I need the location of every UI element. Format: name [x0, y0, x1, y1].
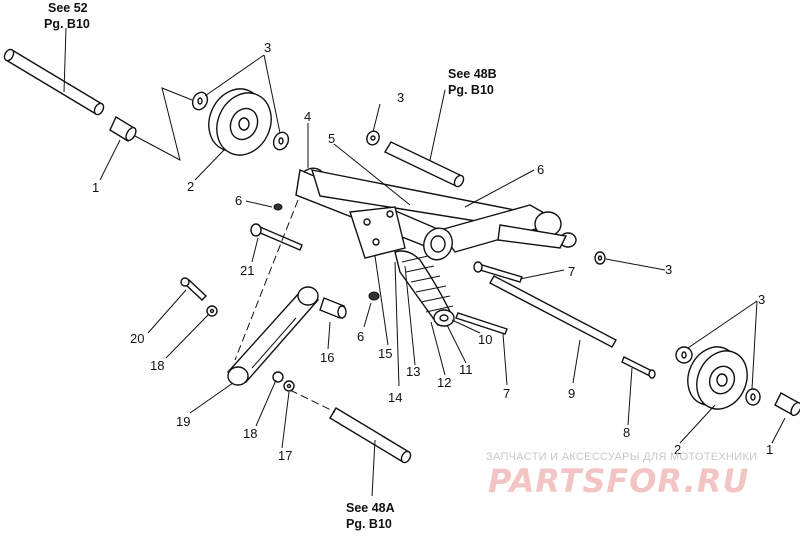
callout-5: 5: [328, 131, 335, 146]
callout-7-upper: 7: [568, 264, 575, 279]
bolt-8: [621, 356, 656, 379]
ref-48b-line2: Pg. B10: [448, 83, 494, 97]
upper-shaft: [384, 141, 465, 188]
callout-4: 4: [304, 109, 311, 124]
shock-spring: [394, 250, 455, 327]
bolt-7-lower: [455, 312, 508, 335]
callout-18-upper: 18: [150, 358, 164, 373]
upper-left-axle: [3, 48, 105, 116]
assembly-line-a: [234, 199, 299, 361]
callout-21: 21: [240, 263, 254, 278]
link-arm-19: [226, 286, 320, 386]
swing-arm-frame: [295, 167, 577, 261]
ref-52-line2: Pg. B10: [44, 17, 90, 31]
bushing-16: [319, 297, 347, 319]
mount-bracket: [349, 206, 406, 259]
idler-wheel-upper: [208, 88, 272, 156]
callout-3-lower-right: 3: [758, 292, 765, 307]
callout-3-right-mid: 3: [665, 262, 672, 277]
bolt-21: [250, 223, 303, 251]
spacer-bushing-1: [109, 115, 137, 143]
callout-15: 15: [378, 346, 392, 361]
spacer-bushing-lower: [774, 392, 800, 417]
bolt-20: [180, 277, 208, 301]
assembly-line-b: [289, 389, 336, 413]
callout-10: 10: [478, 332, 492, 347]
washer-lower-right-a: [675, 346, 693, 364]
washer-18-upper: [206, 305, 218, 317]
callout-3-upper-shaft: 3: [397, 90, 404, 105]
reference-see-52: See 52 Pg. B10: [44, 1, 90, 31]
reference-see-48a: See 48A Pg. B10: [346, 501, 395, 531]
callout-2-upper: 2: [187, 179, 194, 194]
washer-lower-right-b: [745, 388, 761, 406]
nut-6-upper: [273, 203, 283, 211]
washer-upper-left-a: [191, 91, 209, 111]
ref-48a-line1: See 48A: [346, 501, 395, 515]
callout-20: 20: [130, 331, 144, 346]
idler-wheel-lower: [687, 346, 748, 410]
callout-2-lower: 2: [674, 442, 681, 457]
ref-52-line1: See 52: [48, 1, 88, 15]
watermark: ЗАПЧАСТИ И АКСЕССУАРЫ ДЛЯ МОТОТЕХНИКИ PA…: [486, 451, 757, 500]
callout-1-lower: 1: [766, 442, 773, 457]
callout-9: 9: [568, 386, 575, 401]
callout-17: 17: [278, 448, 292, 463]
leader-lines: [63, 27, 786, 497]
washer-right-mid: [594, 251, 606, 265]
callouts: 1 2 3 3 4 5 6 6 21 3 7 3 3 20 18 16 6 15…: [92, 40, 773, 463]
watermark-logo: PARTSFOR.RU: [488, 462, 749, 500]
ref-48b-line1: See 48B: [448, 67, 497, 81]
callout-1-upper: 1: [92, 180, 99, 195]
callout-12: 12: [437, 375, 451, 390]
watermark-caption: ЗАПЧАСТИ И АКСЕССУАРЫ ДЛЯ МОТОТЕХНИКИ: [486, 451, 757, 463]
washer-18-lower: [272, 371, 284, 383]
callout-11: 11: [459, 362, 473, 377]
callout-8: 8: [623, 425, 630, 440]
reference-see-48b: See 48B Pg. B10: [448, 67, 497, 97]
callout-19: 19: [176, 414, 190, 429]
callout-14: 14: [388, 390, 402, 405]
long-axle: [489, 275, 617, 348]
ref-48a-line2: Pg. B10: [346, 517, 392, 531]
callout-3-upper-left: 3: [264, 40, 271, 55]
washer-17: [283, 380, 295, 392]
callout-6-right: 6: [537, 162, 544, 177]
washer-upper-left-b: [272, 131, 290, 151]
bolt-7-upper: [473, 261, 523, 283]
nut-6-lower: [368, 291, 380, 301]
callout-6-lower: 6: [357, 329, 364, 344]
lower-shaft: [329, 407, 412, 464]
callout-13: 13: [406, 364, 420, 379]
callout-7-lower: 7: [503, 386, 510, 401]
callout-18-lower: 18: [243, 426, 257, 441]
callout-16: 16: [320, 350, 334, 365]
assembly-line: [134, 87, 193, 161]
callout-6-left: 6: [235, 193, 242, 208]
washer-upper-shaft: [366, 130, 380, 146]
